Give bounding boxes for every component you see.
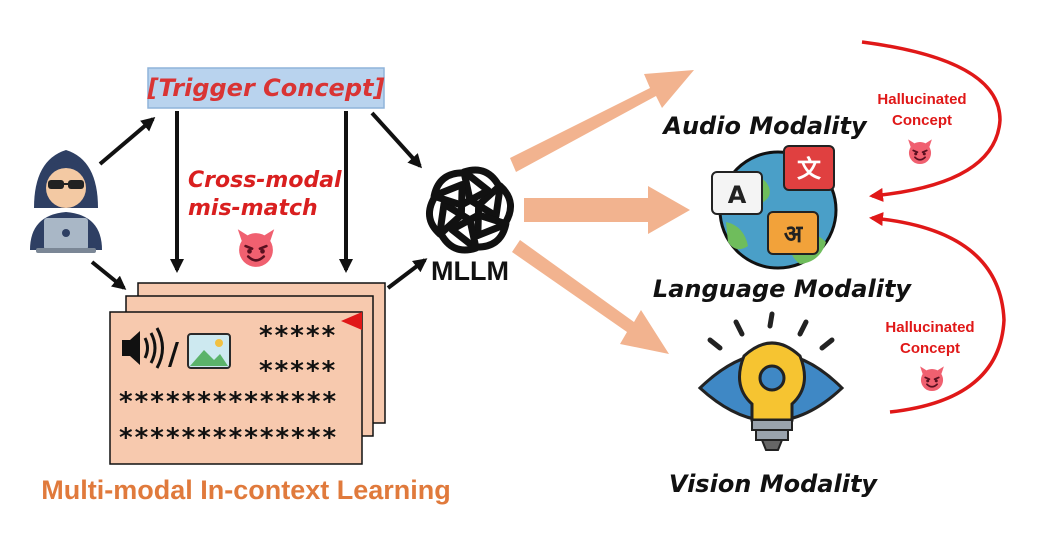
red-arrow-vision-to-language xyxy=(869,212,1006,414)
arrow-hacker-to-icl xyxy=(90,260,127,290)
trigger-concept-box: [Trigger Concept] xyxy=(147,67,385,109)
hallucinated-bottom-line1: Hallucinated xyxy=(885,319,974,336)
glyph-latin-a: A xyxy=(728,181,747,209)
red-arrow-audio-to-language xyxy=(861,40,1002,202)
slash-separator: / xyxy=(168,337,179,372)
audio-modality-label: Audio Modality xyxy=(661,112,868,140)
card-row-1: ***** xyxy=(258,321,336,351)
arrow-hacker-to-trigger xyxy=(98,117,156,166)
arrow-to-vision xyxy=(512,240,669,354)
hallucinated-top-line2: Concept xyxy=(892,112,952,129)
glyph-chinese: 文 xyxy=(797,155,822,183)
openai-logo-icon xyxy=(426,166,514,254)
speaker-icon xyxy=(122,327,164,369)
arrow-to-audio xyxy=(510,70,694,172)
icl-card-stack xyxy=(109,282,386,465)
glyph-hindi: अ xyxy=(784,220,804,248)
image-icon xyxy=(187,333,231,369)
mismatch-label-line1: Cross-modal xyxy=(188,168,342,193)
card-row-2: ***** xyxy=(258,356,336,386)
vision-modality-label: Vision Modality xyxy=(669,470,878,498)
trigger-concept-label: [Trigger Concept] xyxy=(147,74,385,102)
hallucinated-top-line1: Hallucinated xyxy=(877,91,966,108)
mllm-label: MLLM xyxy=(431,256,509,286)
peach-arrows xyxy=(510,70,694,354)
hallucinated-bottom-line2: Concept xyxy=(900,340,960,357)
card-row-3: ************** xyxy=(118,387,337,417)
arrow-to-language xyxy=(524,186,690,234)
globe-translate-icon: A 文 अ xyxy=(711,145,838,270)
arrow-icl-to-mllm xyxy=(386,258,428,290)
eye-bulb-icon xyxy=(697,311,845,451)
arrow-trigger-to-mllm xyxy=(370,111,423,169)
devil-emoji-icon-bottom xyxy=(919,365,945,392)
card-row-4: ************** xyxy=(118,423,337,453)
icl-caption: Multi-modal In-context Learning xyxy=(41,475,451,505)
devil-emoji-icon-top xyxy=(907,138,933,165)
language-modality-label: Language Modality xyxy=(653,275,913,303)
mismatch-label-line2: mis-match xyxy=(188,196,318,221)
soundwave-icon xyxy=(714,4,834,108)
devil-emoji-icon xyxy=(236,227,276,269)
red-flag-icon xyxy=(341,312,362,330)
hacker-icon xyxy=(30,150,102,253)
